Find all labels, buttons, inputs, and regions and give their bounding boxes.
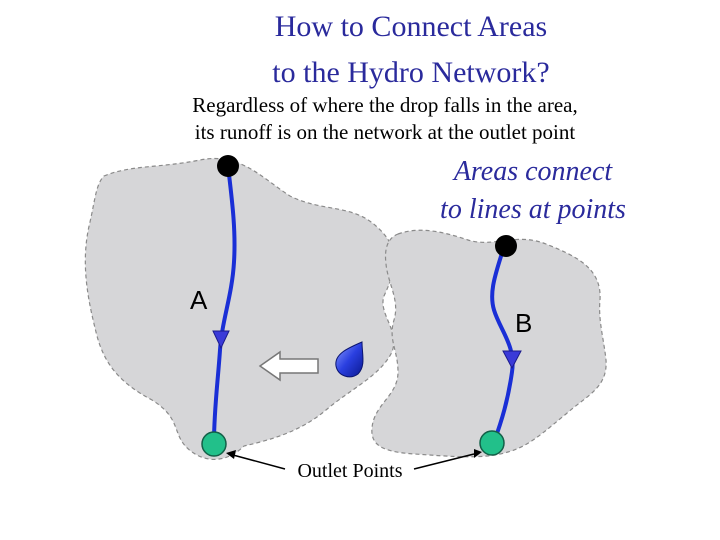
outlet-point-a [201,431,227,457]
left-arrow-icon [258,350,319,382]
source-point-b [495,235,517,257]
outlet-leader-right [413,453,475,470]
stream-line-b [490,244,515,444]
stream-line-a [212,164,237,444]
title-line-2: to the Hydro Network? [272,56,550,89]
outlet-leader-right-arrowhead [474,449,482,458]
outlet-leader-left [232,454,286,470]
callout-line-1: Areas connect [452,156,614,187]
subtitle-line-1: Regardless of where the drop falls in th… [192,93,578,117]
flow-arrow-a-icon [212,330,230,350]
subtitle-line-2: its runoff is on the network at the outl… [194,120,576,144]
callout-line-2: to lines at points [440,194,626,225]
outlet-point-b [479,430,505,456]
area-a-polygon [84,158,395,461]
title-line-1: How to Connect Areas [274,10,548,43]
outlet-points-label: Outlet Points [297,460,402,482]
page-title: How to Connect Areas to the Hydro Networ… [0,4,720,96]
area-b-label: B [515,308,532,338]
area-b-polygon [371,229,607,458]
subtitle: Regardless of where the drop falls in th… [150,92,620,146]
flow-arrow-b-icon [502,350,522,370]
water-drop-icon [335,341,364,378]
area-a-label: A [190,285,208,315]
source-point-a [217,155,239,177]
outlet-leader-left-arrowhead [226,450,236,459]
